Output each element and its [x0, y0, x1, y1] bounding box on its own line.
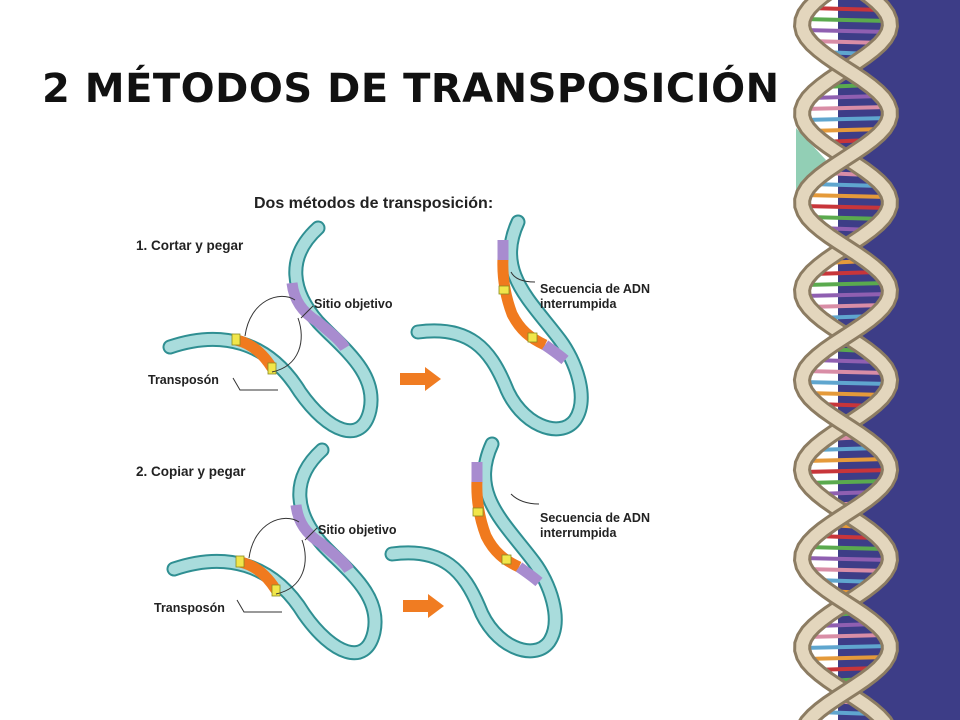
- method2-result-line2: interrumpida: [540, 526, 617, 540]
- method1-result-line2: interrumpida: [540, 297, 617, 311]
- method1-donor-strand: [170, 228, 371, 431]
- right-arrow-icon: [400, 367, 441, 391]
- method-copy-paste: 2. Copiar y pegar Sitio objetivo Transpo…: [136, 444, 650, 653]
- method2-target-label: Sitio objetivo: [318, 523, 397, 537]
- method1-result-line1: Secuencia de ADN: [540, 282, 650, 296]
- method2-transposon-label: Transposón: [154, 601, 225, 615]
- method2-label: 2. Copiar y pegar: [136, 464, 246, 479]
- method2-donor-strand: [174, 450, 375, 653]
- method1-result-strand: [418, 222, 581, 429]
- right-arrow-icon: [403, 594, 444, 618]
- method1-label: 1. Cortar y pegar: [136, 238, 244, 253]
- method-cut-paste: 1. Cortar y pegar Sitio objetivo Transpo…: [136, 222, 650, 431]
- method1-transposon-label: Transposón: [148, 373, 219, 387]
- figure-heading: Dos métodos de transposición:: [254, 195, 493, 212]
- method1-target-label: Sitio objetivo: [314, 297, 393, 311]
- method2-result-strand: [392, 444, 555, 651]
- slide-title: 2 MÉTODOS DE TRANSPOSICIÓN: [42, 66, 780, 112]
- method2-result-line1: Secuencia de ADN: [540, 511, 650, 525]
